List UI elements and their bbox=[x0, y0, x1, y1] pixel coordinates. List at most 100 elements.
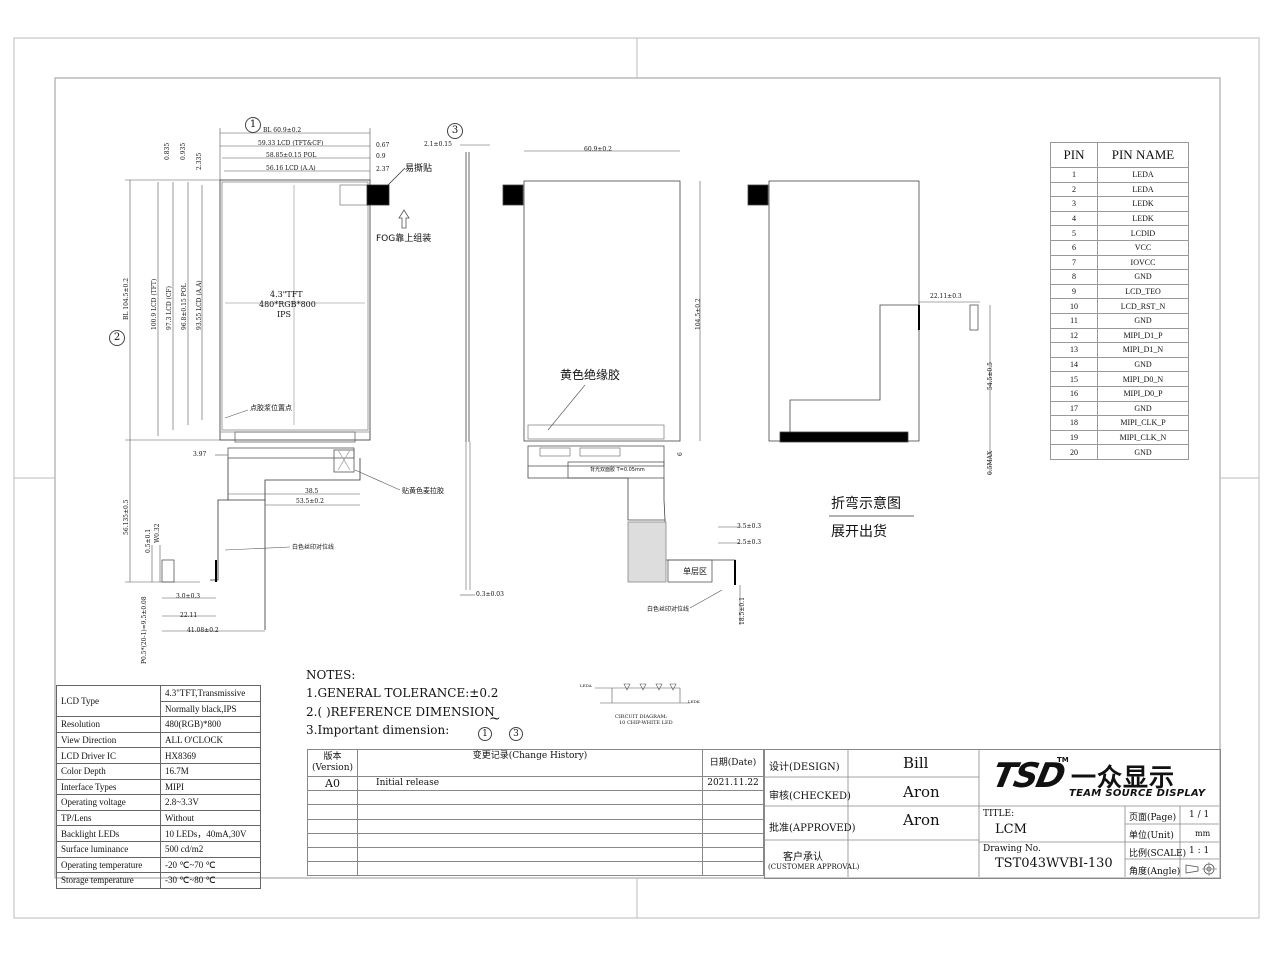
dim-pol-height: 96.8±0.15 POL bbox=[181, 283, 188, 330]
important-from-circle: 1 bbox=[478, 727, 492, 741]
dim-pol-width: 58.85±0.15 POL bbox=[266, 152, 317, 159]
pin-number: 8 bbox=[1050, 269, 1098, 285]
pin-name: GND bbox=[1097, 444, 1189, 460]
dim-25: 2.5±0.3 bbox=[737, 539, 762, 546]
spec-value: ALL O'CLOCK bbox=[160, 731, 261, 749]
pin-number: 12 bbox=[1050, 327, 1098, 344]
circuit-diagram bbox=[595, 683, 690, 704]
spec-value: 16.7M bbox=[160, 762, 261, 780]
change-history-table: 版本 (Version) 变更记录(Change History) 日期(Dat… bbox=[306, 749, 764, 877]
pin-number: 13 bbox=[1050, 342, 1098, 358]
projection-symbol-icon bbox=[1185, 862, 1217, 876]
circuit-ledk-label: LEDK bbox=[688, 699, 700, 704]
drawing-no-value: TST043WVBI-130 bbox=[995, 856, 1113, 871]
spec-value: 480(RGB)*800 bbox=[160, 716, 261, 733]
circuit-caption-2: 10 CHIP-WHITE LED bbox=[619, 720, 673, 726]
notes-line-2: 2.( )REFERENCE DIMENSION bbox=[306, 705, 495, 719]
history-empty-row bbox=[306, 804, 764, 820]
history-version-cn: 版本 bbox=[323, 752, 342, 762]
pin-name: GND bbox=[1097, 400, 1189, 417]
callout-1-circle: 1 bbox=[245, 117, 261, 133]
pin-name: IOVCC bbox=[1097, 254, 1189, 271]
customer-approval-label: 客户承认 bbox=[783, 852, 823, 863]
checked-label: 审核(CHECKED) bbox=[769, 791, 851, 802]
dim-185: 18.5±0.1 bbox=[739, 597, 746, 625]
pin-number: 11 bbox=[1050, 312, 1098, 329]
dim-0835: 0.835 bbox=[164, 142, 171, 160]
spec-label: TP/Lens bbox=[56, 809, 161, 827]
pin-number: 3 bbox=[1050, 196, 1098, 212]
history-header-row: 版本 (Version) 变更记录(Change History) 日期(Dat… bbox=[306, 749, 764, 777]
history-date-header: 日期(Date) bbox=[702, 749, 764, 777]
dim-fold-2211: 22.11±0.3 bbox=[930, 293, 962, 300]
pin-number: 20 bbox=[1050, 444, 1098, 460]
spec-row: Storage temperature-30 ℃~80 ℃ bbox=[56, 872, 261, 889]
spec-value-secondary: Normally black,IPS bbox=[160, 700, 261, 718]
spec-label: View Direction bbox=[56, 731, 161, 749]
design-label: 设计(DESIGN) bbox=[769, 762, 840, 773]
spec-value: -30 ℃~80 ℃ bbox=[160, 872, 261, 889]
folded-view bbox=[747, 180, 991, 517]
design-value: Bill bbox=[903, 754, 929, 772]
dim-lcd-cf-height: 97.3 LCD (CF) bbox=[166, 286, 173, 330]
dim-aa-width: 56.16 LCD (A.A) bbox=[266, 165, 316, 172]
important-tilde: ~ bbox=[489, 711, 501, 727]
stiffener-label: 背光双面胶 T=0.05mm bbox=[590, 467, 645, 473]
pin-number: 4 bbox=[1050, 210, 1098, 227]
pin-name: LEDA bbox=[1097, 181, 1189, 198]
pin-number: 17 bbox=[1050, 400, 1098, 417]
notes-line-1: 1.GENERAL TOLERANCE:±0.2 bbox=[306, 686, 499, 700]
pin-name: GND bbox=[1097, 269, 1189, 285]
front-view bbox=[125, 128, 410, 632]
pin-name: LCDID bbox=[1097, 225, 1189, 241]
history-version-header: 版本 (Version) bbox=[306, 749, 359, 777]
pin-name: VCC bbox=[1097, 239, 1189, 256]
yellow-tape-label: 贴黄色麦拉胶 bbox=[402, 487, 444, 495]
history-empty-row bbox=[306, 846, 764, 863]
notes-title: NOTES: bbox=[306, 668, 356, 682]
scale-value: 1 : 1 bbox=[1189, 846, 1210, 856]
dim-2211-front: 22.11 bbox=[180, 612, 198, 619]
white-line-label-back: 白色丝印对位线 bbox=[647, 606, 690, 613]
panel-resolution-label: 480*RGB*800 bbox=[259, 300, 316, 309]
dim-35: 3.5±0.3 bbox=[737, 523, 762, 530]
dim-bl-height: BL 104.5±0.2 bbox=[123, 277, 130, 320]
single-layer-label: 单层区 bbox=[683, 567, 707, 576]
dim-4108: 41.08±0.2 bbox=[187, 627, 219, 634]
dim-w032: W0.32 bbox=[154, 523, 161, 543]
history-row-version: A0 bbox=[306, 775, 359, 792]
pin-table-header: PIN PIN NAME bbox=[1050, 142, 1189, 168]
pin-name: LCD_RST_N bbox=[1097, 298, 1189, 314]
spec-label: Operating voltage bbox=[56, 794, 161, 811]
pin-name: MIPI_CLK_N bbox=[1097, 429, 1189, 446]
pin-number: 9 bbox=[1050, 283, 1098, 300]
dim-fpc-thickness: 0.3±0.03 bbox=[476, 591, 504, 598]
dim-aa-height: 93.55 LCD (A.A) bbox=[196, 280, 203, 330]
spec-label: Resolution bbox=[56, 716, 161, 733]
logo-chinese-name: 一众显示 bbox=[1071, 763, 1176, 792]
drawing-no-label: Drawing No. bbox=[983, 844, 1041, 854]
pin-name: LEDA bbox=[1097, 167, 1189, 183]
title-block-lines bbox=[764, 749, 1219, 877]
dim-lcd-tft-width: 59.33 LCD (TFT&CF) bbox=[258, 140, 324, 147]
